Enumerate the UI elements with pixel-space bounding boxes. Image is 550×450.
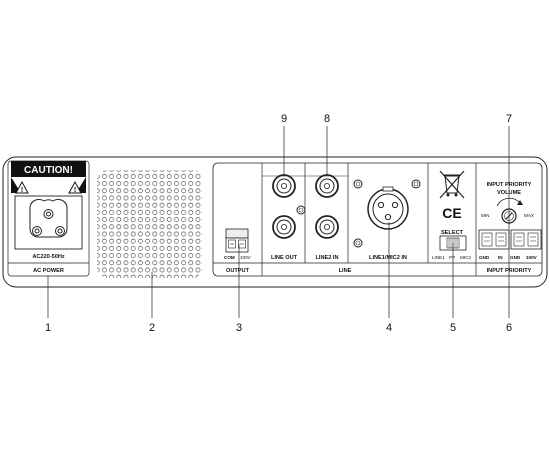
select-section: CE SELECT LINE1 PP MIC2 [432, 170, 471, 260]
ac-power-socket[interactable] [14, 195, 83, 250]
callout-7: 7 [506, 113, 512, 125]
rca-jack-line-out-bottom[interactable] [272, 215, 296, 239]
screw-icon [353, 238, 363, 248]
output-com-label: COM [224, 255, 235, 260]
rca-jack-line2-in-bottom[interactable] [315, 215, 339, 239]
xlr-connector[interactable] [367, 186, 409, 230]
priority-terminal-left[interactable] [478, 229, 510, 250]
callout-3: 3 [236, 322, 242, 334]
callout-2: 2 [149, 322, 155, 334]
callout-5: 5 [450, 322, 456, 334]
panel-outline [2, 156, 548, 288]
vent-grille [97, 170, 203, 278]
output-section: COM 100V OUTPUT [224, 163, 263, 276]
ac-power-label: AC POWER [33, 268, 64, 274]
priority-gnd1-label: GND [479, 255, 490, 260]
select-opt-pp: PP [449, 255, 455, 260]
output-100v-label: 100V [240, 255, 252, 260]
ac-power-section: CAUTION! ! ! AC220-50Hz AC POWER [7, 160, 90, 277]
screw-icon [411, 179, 421, 189]
line-out-label: LINE OUT [271, 255, 298, 261]
volume-max-label: MAX [524, 213, 534, 218]
select-opt-mic2: MIC2 [460, 255, 471, 260]
priority-100v-label: 100V [526, 255, 538, 260]
input-priority-section: INPUT PRIORITY VOLUME MIN MAX [478, 182, 542, 274]
screw-icon [353, 179, 363, 189]
svg-text:!: ! [74, 187, 76, 194]
rca-jack-line2-in-top[interactable] [315, 174, 339, 198]
callout-1: 1 [45, 322, 51, 334]
priority-gnd2-label: GND [510, 255, 521, 260]
output-label: OUTPUT [226, 268, 250, 274]
warning-icon: ! [68, 180, 82, 194]
warning-icon: ! [15, 180, 29, 194]
output-terminal-block[interactable] [225, 228, 249, 253]
svg-text:!: ! [21, 187, 23, 194]
callout-6: 6 [506, 322, 512, 334]
priority-terminal-right[interactable] [510, 229, 542, 250]
caution-banner [11, 161, 86, 177]
line1-mic2-in-label: LINE1/MIC2 IN [369, 255, 407, 261]
callout-9: 9 [281, 113, 287, 125]
screw-icon [296, 205, 306, 215]
rca-jack-line-out-top[interactable] [272, 174, 296, 198]
ce-mark: CE [442, 205, 461, 221]
weee-bin-icon [439, 170, 465, 199]
ac-rating-label: AC220-50Hz [32, 254, 65, 260]
line2-in-label: LINE2 IN [315, 255, 338, 261]
select-opt-line1: LINE1 [432, 255, 445, 260]
priority-in-label: IN [498, 255, 503, 260]
callout-lines [47, 126, 510, 318]
connector-panel [212, 162, 543, 277]
line-group-label: LINE [339, 268, 352, 274]
volume-min-label: MIN [481, 213, 489, 218]
select-label: SELECT [441, 230, 464, 236]
caution-title: CAUTION! [24, 165, 73, 176]
callout-8: 8 [324, 113, 330, 125]
line-section: LINE OUT LINE2 IN LINE1/MIC2 IN LINE [262, 163, 477, 276]
callout-4: 4 [386, 322, 392, 334]
